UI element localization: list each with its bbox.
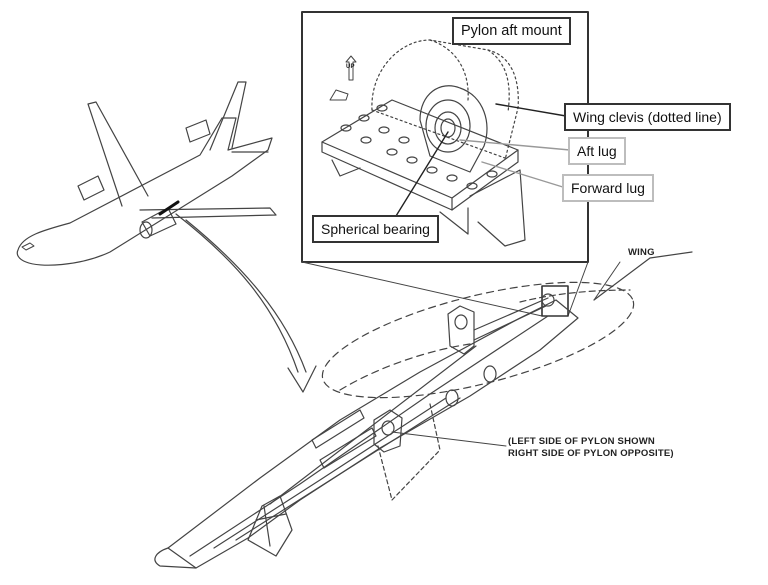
- wing-clevis-drawing: [371, 39, 519, 161]
- label-forward-lug: Forward lug: [562, 174, 654, 202]
- curved-arrow: [175, 213, 317, 393]
- label-spherical-bearing: Spherical bearing: [312, 215, 439, 243]
- label-wing-clevis: Wing clevis (dotted line): [564, 103, 731, 131]
- pylon-note-line-1: (LEFT SIDE OF PYLON SHOWN: [508, 436, 655, 447]
- leader-lines: [395, 103, 571, 217]
- pylon-nacelle-drawing: [154, 251, 693, 569]
- up-arrow-icon: [329, 55, 357, 101]
- inset-frame: [301, 11, 589, 317]
- label-wing: WING: [628, 247, 655, 258]
- inset-title: Pylon aft mount: [452, 17, 571, 45]
- up-marker-text: UP: [346, 64, 355, 70]
- aircraft-illustration: [16, 81, 277, 266]
- pylon-fitting-drawing: [321, 85, 526, 247]
- label-aft-lug: Aft lug: [568, 137, 626, 165]
- pylon-note-line-2: RIGHT SIDE OF PYLON OPPOSITE): [508, 448, 674, 459]
